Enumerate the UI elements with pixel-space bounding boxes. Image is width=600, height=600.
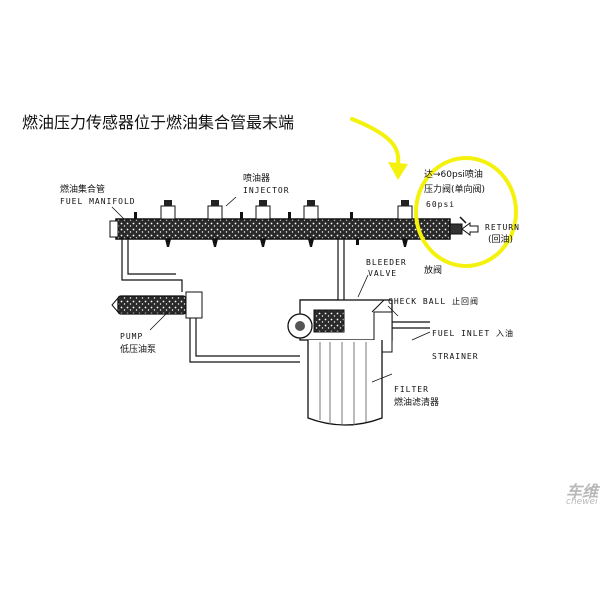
manifold-label-cn: 燃油集合管: [60, 185, 106, 195]
watermark-logo: 车维 chewei: [560, 478, 600, 508]
bleeder-label-2: VALVE: [368, 269, 398, 278]
bleeder-label-cn: 放阀: [424, 266, 443, 276]
watermark-bottom: chewei: [566, 497, 598, 507]
injector-3: [255, 200, 271, 247]
manifold-label-en: FUEL MANIFOLD: [60, 197, 136, 206]
pressure-psi-label: 60psi: [426, 200, 456, 209]
pressure-line-label: 达→60psi喷油: [424, 170, 483, 180]
strainer-label: STRAINER: [432, 352, 479, 361]
leader-lines: [111, 196, 431, 383]
check-ball-label: CHECK BALL 止回阀: [388, 297, 479, 306]
bolt-marks: [134, 212, 359, 245]
return-arrow: [459, 216, 479, 236]
injector-label-en: INJECTOR: [243, 186, 290, 195]
fuel-manifold: [109, 218, 463, 240]
filter-assembly: [287, 299, 393, 426]
bleeder-label-1: BLEEDER: [366, 258, 407, 267]
injector-2: [207, 200, 223, 247]
injector-5: [397, 200, 413, 247]
pump-label-en: PUMP: [120, 332, 144, 341]
highlight-circle: [414, 156, 518, 268]
return-label-cn: (回油): [488, 235, 514, 245]
fuel-inlet-label: FUEL INLET 入油: [432, 329, 514, 338]
headline-text: 燃油压力传感器位于燃油集合管最末端: [22, 113, 295, 132]
injector-label-cn: 喷油器: [243, 174, 271, 184]
return-label-en: RETURN: [485, 223, 520, 232]
injector-4: [303, 200, 319, 247]
pressure-valve-label: 压力阀(单向阀): [424, 185, 486, 195]
highlight-arrow: [350, 117, 408, 180]
watermark-top: 车维: [566, 482, 599, 501]
pump-label-cn: 低压油泵: [120, 345, 157, 355]
pump-body: [111, 291, 203, 319]
filter-label-en: FILTER: [394, 385, 429, 394]
injector-1: [160, 200, 176, 247]
filter-label-cn: 燃油滤清器: [394, 398, 440, 408]
